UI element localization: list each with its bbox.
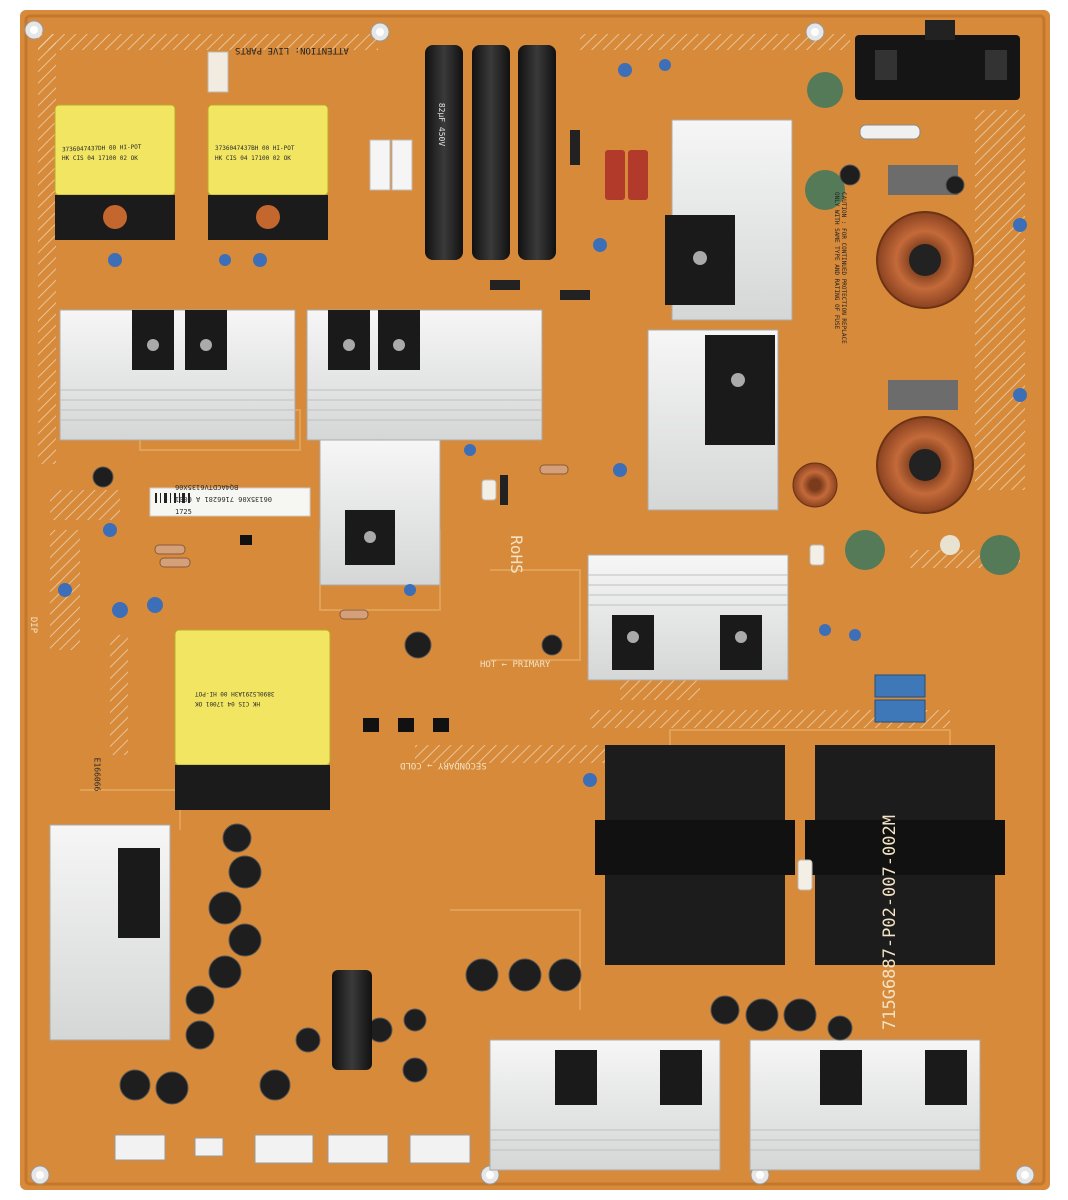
heatsink-right-mid — [587, 554, 789, 681]
main-transformer-2 — [805, 745, 1005, 965]
heatsink-pfc-mid — [647, 329, 779, 511]
heatsink-left-2 — [306, 309, 543, 441]
heatsink-bottom-left — [49, 824, 171, 1041]
heatsink-pfc-top — [665, 119, 793, 321]
ceramic-capacitors — [58, 59, 1027, 787]
transformer-t2 — [207, 104, 329, 240]
transformer-t3-label-1: 3890L5291A3H 00 HI-POT — [195, 690, 275, 697]
transformer-t3-label-2: HK CIS 04 17001 OK — [195, 700, 261, 707]
transformer-t2-label-1: 3736047437BH 00 HI-POT — [215, 145, 295, 152]
bulk-capacitor-label: 82μF 450V — [437, 102, 447, 147]
barcode-label: BQ4ACDTV6135X06 — [175, 483, 239, 491]
output-connectors — [114, 1134, 471, 1164]
part-number: 715G6887-P02-007-002M — [880, 815, 900, 1030]
barcode-sticker — [149, 487, 311, 517]
transformer-t3 — [174, 629, 331, 810]
common-mode-choke-1 — [876, 165, 974, 309]
fuse — [859, 124, 921, 140]
standoffs — [481, 479, 825, 891]
small-ics — [240, 535, 449, 732]
transformer-t1 — [54, 104, 176, 240]
common-mode-choke-2 — [876, 380, 974, 514]
resistors — [154, 464, 569, 620]
main-transformer-1 — [595, 745, 795, 965]
heatsink-left-1 — [59, 309, 296, 441]
zone-hot-primary: HOT ← PRIMARY — [480, 660, 551, 670]
isolation-hatch-zones — [38, 34, 1025, 763]
warning-text: ATTENTION: LIVE PARTS — [235, 45, 349, 55]
transformer-t2-label-2: HK CIS 04 17100 02 OK — [215, 155, 291, 162]
power-supply-board — [20, 10, 1050, 1190]
certification-mark: E166066 — [92, 757, 102, 792]
date-code: 1725 — [175, 508, 192, 516]
zone-dip: DIP — [28, 616, 39, 634]
bulk-capacitors — [425, 45, 556, 260]
secondary-capacitors — [92, 164, 965, 1105]
ac-input-connector — [855, 20, 1020, 100]
caution-text: CAUTION : FOR CONTINUED PROTECTION REPLA… — [833, 192, 847, 344]
transformer-t1-label-2: HK CIS 04 17100 02 OK — [62, 155, 138, 162]
heatsink-bottom-2 — [749, 1039, 981, 1171]
heatsink-center — [319, 439, 441, 586]
small-inductor — [792, 462, 838, 508]
varistors — [805, 72, 1020, 575]
zone-secondary-cold: SECONDARY → COLD — [400, 760, 487, 770]
barcode-sublabel: 06135X06 7166281 A 0001 — [175, 495, 272, 503]
heatsink-bottom-1 — [489, 1039, 721, 1171]
rohs-mark: RoHS — [506, 535, 526, 574]
